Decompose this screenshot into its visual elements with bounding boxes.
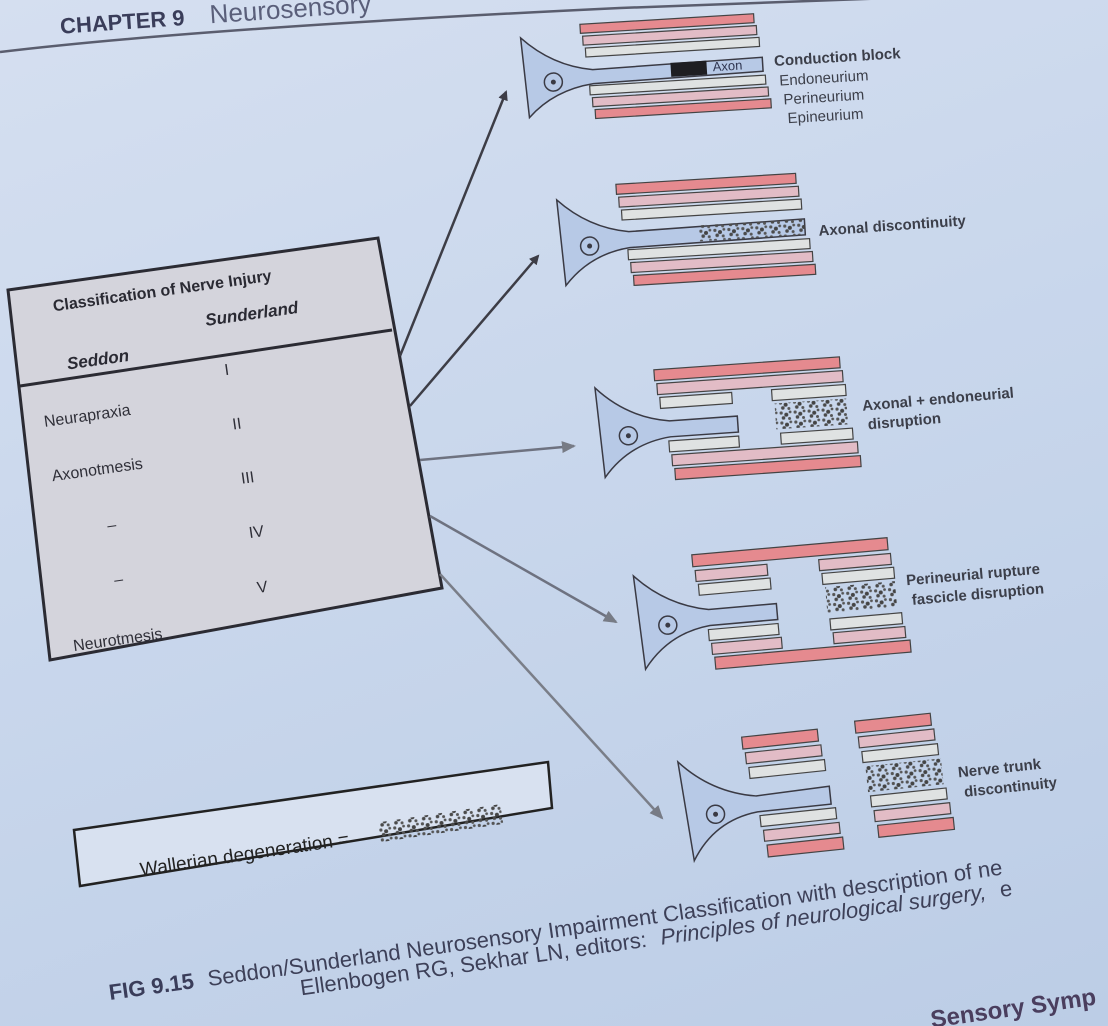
sunderland-cell: I [223,362,230,379]
classification-table: Classification of Nerve Injury Seddon Su… [6,236,444,662]
neuron-body [632,574,779,672]
caption-text-1: Seddon/Sunderland Neurosensory Impairmen… [206,855,1004,991]
table-row: – IV [113,523,266,589]
wallerian-degeneration-region [774,398,849,430]
table-frame [6,236,444,662]
panel-1-labels: Conduction block Endoneurium Perineurium… [774,45,902,128]
figure-number: FIG 9.15 [107,968,195,1005]
figure-caption: FIG 9.15 Seddon/Sunderland Neurosensory … [107,855,1014,1005]
legend-wallerian: Wallerian degeneration = [72,760,554,888]
perineurium-layer [581,24,758,46]
chapter-label: CHAPTER 9 [59,5,185,39]
neuron-body [676,759,832,864]
page-header: CHAPTER 9 Neurosensory [59,0,373,39]
arrow-to-trunk-discontinuity [439,573,664,820]
sunderland-cell: V [256,579,269,597]
nucleus-icon [618,426,639,446]
section-heading: Sensory Symp [929,984,1098,1026]
panel-3-labels: Axonal + endoneurial disruption [862,385,1015,434]
label-conduction-block: Conduction block [774,45,902,70]
panel-5-labels: Nerve trunk discontinuity [957,756,1058,801]
sunderland-cell: II [231,415,242,433]
arrow-to-axonal-discontinuity [409,254,540,407]
panel-axonal-discontinuity [555,172,817,288]
conduction-block-marker [670,60,708,77]
label-endoneurium: Endoneurium [779,67,869,89]
nucleus-icon [579,236,600,256]
header-rule [0,0,871,54]
panel-conduction-block: Axon [519,13,772,120]
table-row: – III [106,469,256,535]
table-header-divider [19,328,393,388]
axon-label: Axon [712,58,743,75]
nucleus-icon [543,72,564,92]
arrow-to-conduction-block [398,90,508,357]
caption-tail: e [998,876,1014,902]
neuron-body [594,386,740,480]
panel-4-labels: Perineurial rupture fascicle disruption [905,561,1044,609]
nucleus-icon [705,804,726,824]
arrows [398,90,664,820]
panel-endoneurial-disruption [594,356,862,481]
seddon-cell: – [113,571,124,589]
legend-box [72,760,554,888]
arrow-to-endoneurial-disruption [419,441,576,462]
label-epineurium: Epineurium [787,106,864,128]
arrow-to-perineurial-rupture [429,514,618,624]
endoneurium-layer [584,36,761,58]
panel-perineurial-rupture [632,537,912,672]
wallerian-degeneration-region [825,581,898,614]
label-axonal-discontinuity: Axonal discontinuity [818,212,967,239]
panel-trunk-discontinuity [676,712,956,864]
seddon-cell: – [106,517,117,535]
sunderland-cell: IV [248,523,266,542]
wallerian-degeneration-region [865,758,944,793]
epineurium-layer [579,13,755,34]
label-disruption: disruption [867,410,942,433]
neuron-body [519,36,764,120]
wallerian-pattern-swatch [377,804,504,843]
nucleus-icon [658,615,678,635]
chapter-title-fragment: Neurosensory [209,0,373,29]
sunderland-cell: III [240,469,256,488]
caption-line-1: FIG 9.15 Seddon/Sunderland Neurosensory … [107,855,1004,1005]
wallerian-degeneration-region [698,218,806,242]
label-perineurium: Perineurium [783,87,865,109]
